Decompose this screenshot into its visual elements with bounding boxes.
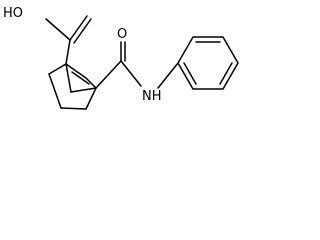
bond-core-6 bbox=[65, 63, 87, 79]
bond-acid-c-to-core bbox=[65, 39, 71, 65]
phenyl-ring bbox=[177, 36, 239, 90]
bond-acid-c-oh bbox=[45, 18, 71, 41]
amide-group: O NH bbox=[95, 27, 179, 104]
bond-core-1 bbox=[48, 63, 67, 75]
bond-n-to-phenyl bbox=[157, 62, 179, 89]
bond-amide-c-n bbox=[120, 60, 142, 87]
chemical-structure-diagram: HO O NH bbox=[3, 6, 239, 110]
bond-core-3 bbox=[60, 107, 87, 110]
carboxylic-acid-group: HO bbox=[3, 6, 92, 65]
bond-core-4 bbox=[85, 87, 97, 110]
phenyl-double-bond-2 bbox=[219, 62, 233, 85]
bond-core-bridge-2 bbox=[70, 87, 97, 93]
bond-core-5 bbox=[85, 77, 97, 89]
bond-acid-c-o-double-1 bbox=[69, 15, 88, 41]
bond-core-2 bbox=[48, 73, 62, 109]
phenyl-ring-outline bbox=[177, 36, 239, 90]
bicyclic-core bbox=[48, 63, 97, 110]
bond-acid-c-o-double-2 bbox=[73, 18, 92, 44]
bond-core-bridge-1 bbox=[65, 63, 72, 93]
phenyl-double-bond-3 bbox=[183, 62, 197, 85]
bond-amide-c-to-core bbox=[95, 60, 122, 89]
amide-nitrogen-label: NH bbox=[142, 89, 162, 104]
bond-core-double-inner bbox=[71, 71, 90, 85]
carbonyl-oxygen-label: O bbox=[117, 27, 127, 42]
hydroxyl-label: HO bbox=[3, 6, 23, 21]
